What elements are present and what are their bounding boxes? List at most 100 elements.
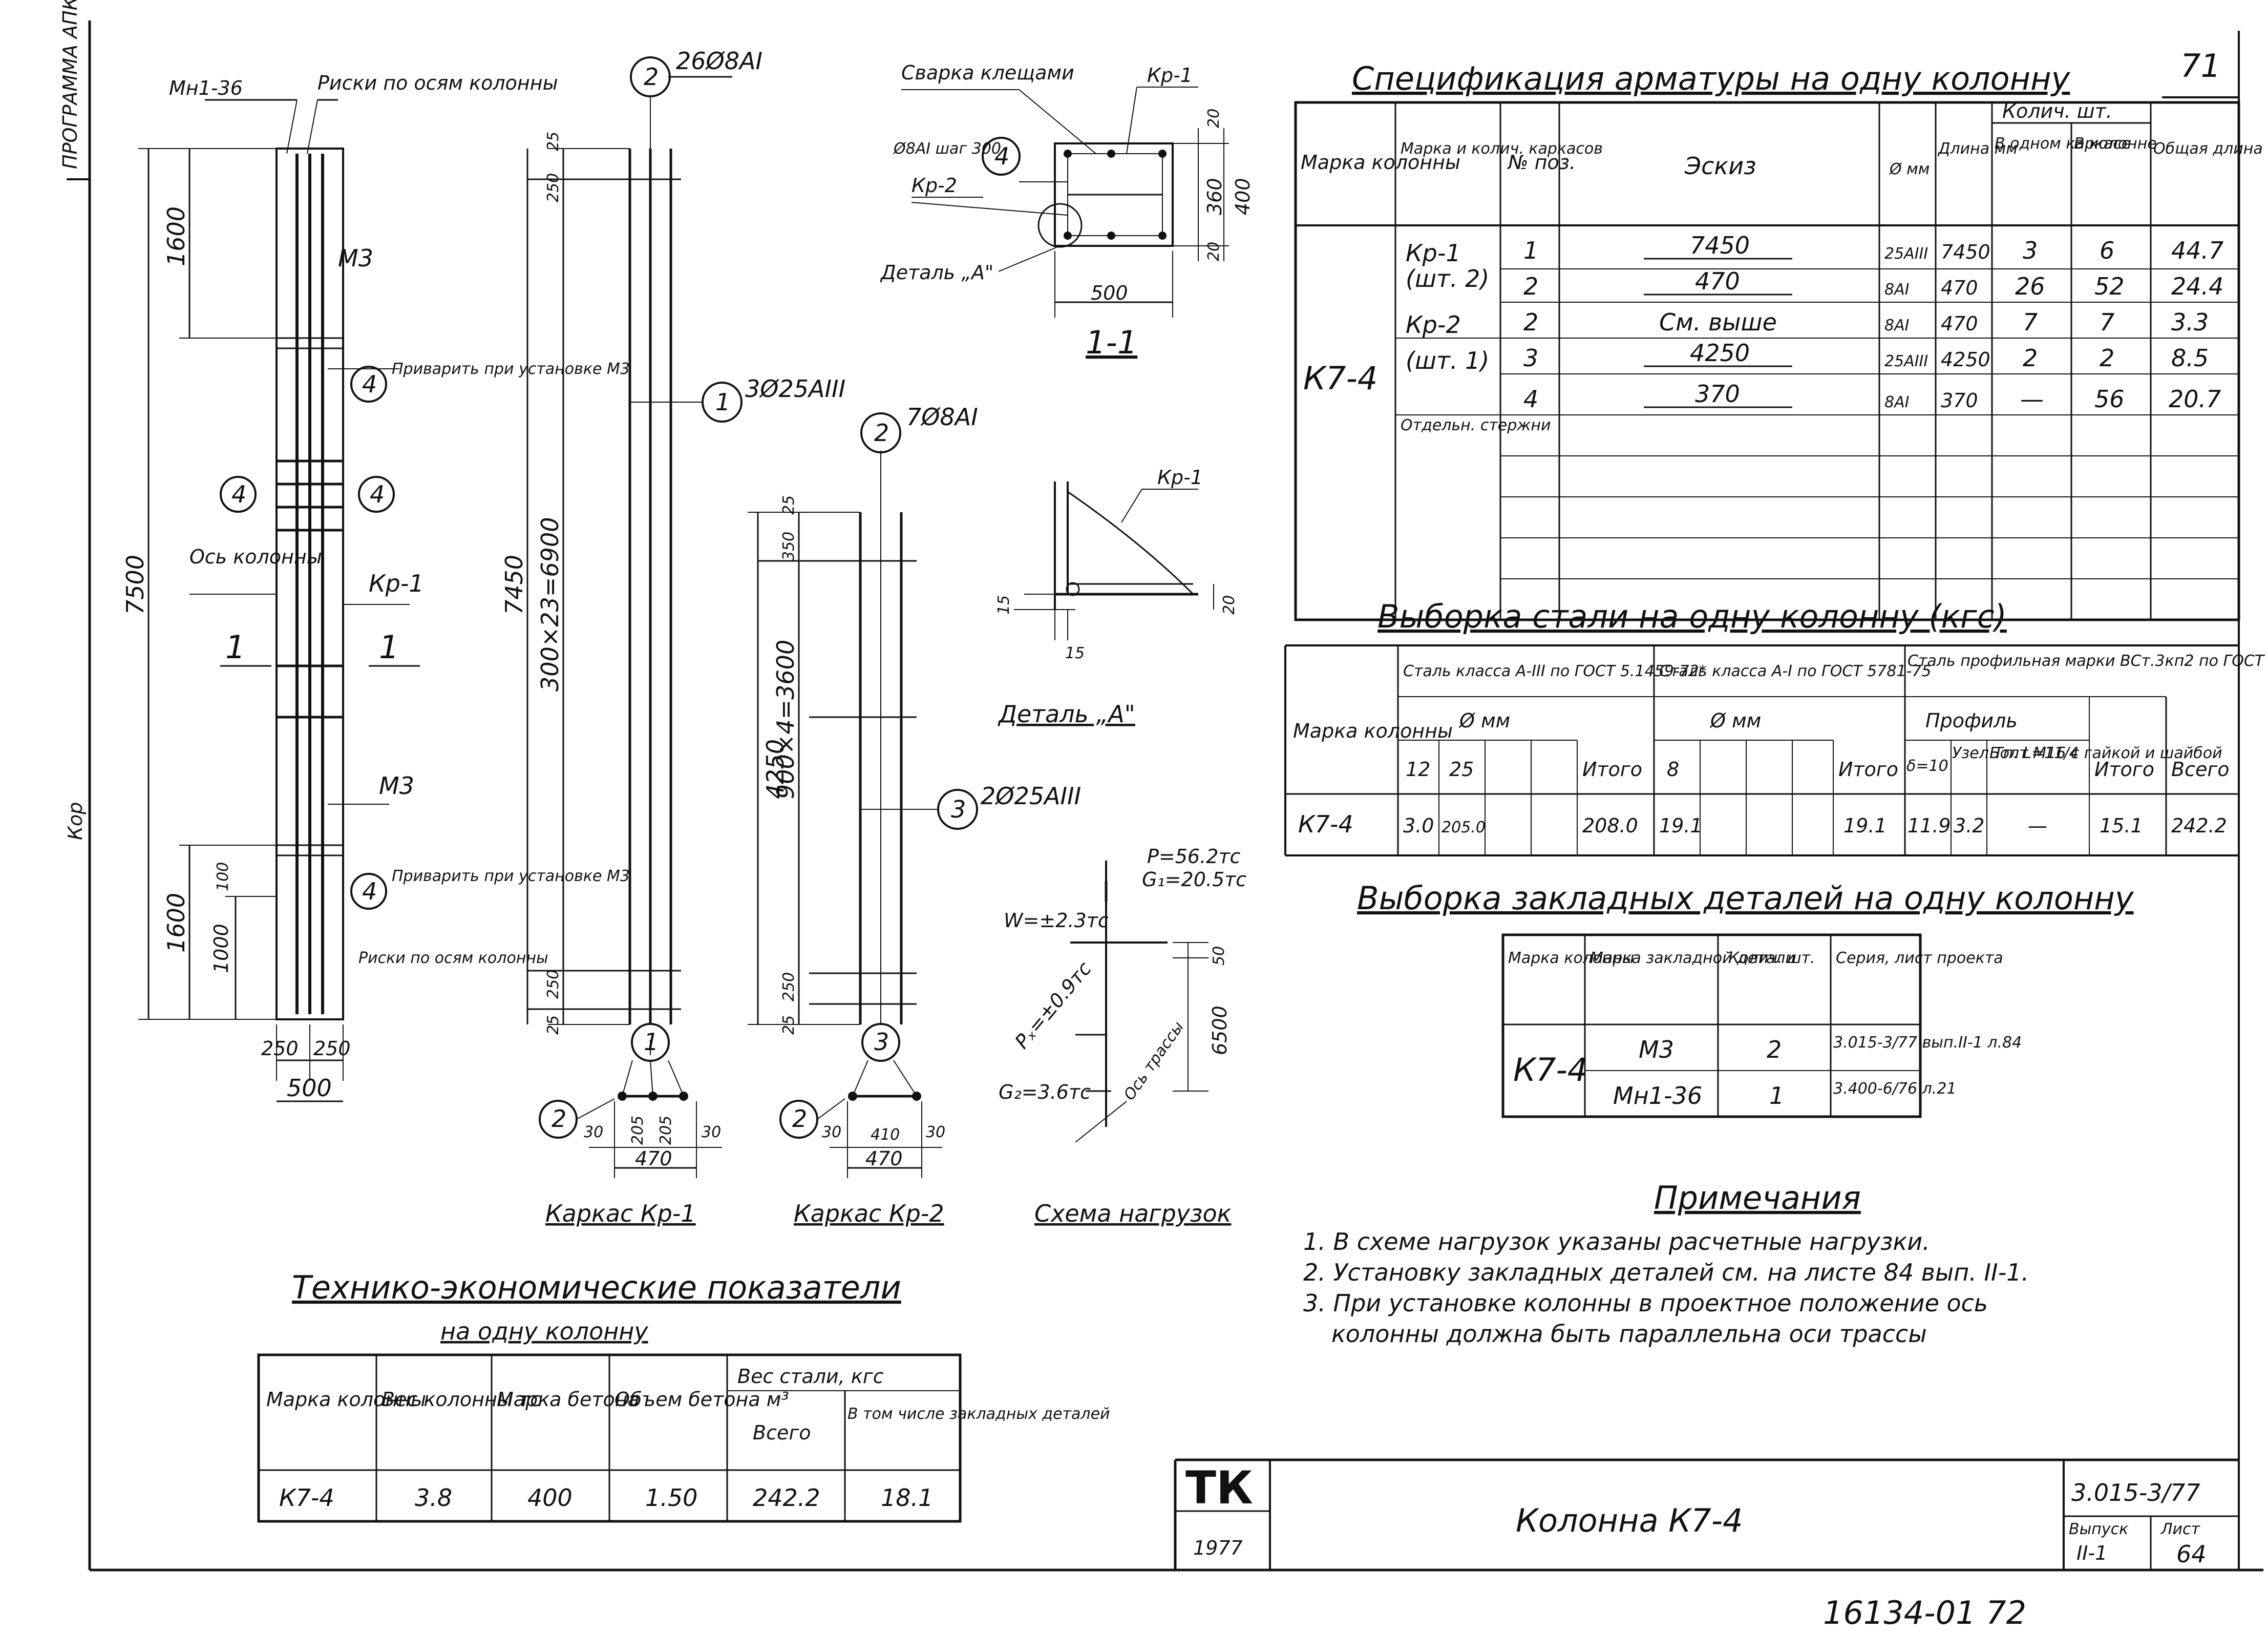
section-weld-note: Сварка клещами <box>901 61 1074 84</box>
steel-sub-bolt: Болт М16 с гайкой и шайбой <box>1989 744 2222 762</box>
steel-sub-itogo3: Итого <box>2094 758 2154 781</box>
tep-h-steel-all: Всего <box>753 1421 811 1444</box>
svg-text:15.1: 15.1 <box>2100 814 2143 837</box>
svg-text:370: 370 <box>1941 389 1978 412</box>
kr1-section: 1 2 <box>539 1023 722 1178</box>
svg-text:См. выше: См. выше <box>1659 308 1777 336</box>
svg-text:2: 2 <box>2023 344 2038 372</box>
steel-dia-label-2: Ø мм <box>1709 709 1761 732</box>
spec-column-mark: К7-4 <box>1303 360 1377 397</box>
tep-h-steel: Вес стали, кгс <box>737 1365 884 1388</box>
svg-text:52: 52 <box>2094 273 2125 300</box>
spec-h-frames: Марка и колич. каркасов <box>1401 140 1603 158</box>
column-risk-note: Риски по осям колонны <box>358 949 548 967</box>
svg-text:Мн1-36: Мн1-36 <box>1613 1082 1702 1109</box>
spec-h-dia: Ø мм <box>1889 160 1930 178</box>
svg-text:4: 4 <box>994 142 1009 170</box>
steel-sub-12: 12 <box>1406 758 1430 781</box>
kr1-dim-total: 7450 <box>500 555 528 615</box>
svg-text:26: 26 <box>2015 273 2045 300</box>
svg-text:3: 3 <box>1523 344 1538 372</box>
title-sheet: 64 <box>2176 1540 2207 1568</box>
side-signature: Кор <box>64 802 87 840</box>
kr2-dim-inner: 900×4=3600 <box>772 640 799 799</box>
svg-text:25АIII: 25АIII <box>1884 245 1928 263</box>
svg-text:1: 1 <box>715 388 730 416</box>
svg-text:3: 3 <box>951 795 966 823</box>
section-dim-400: 400 <box>1232 178 1254 215</box>
detail-a-dim-15b: 15 <box>1065 644 1085 662</box>
kr1-sec-30b: 30 <box>702 1123 721 1141</box>
svg-text:4: 4 <box>370 480 385 508</box>
spec-h-total: Общая длина м <box>2153 140 2268 158</box>
svg-text:4: 4 <box>231 480 246 508</box>
spec-h-sketch: Эскиз <box>1684 152 1756 180</box>
tep-row: К7-4 3.8 400 1.50 242.2 18.1 <box>279 1484 933 1512</box>
kr2-callout-2-text: 7Ø8АI <box>906 403 978 431</box>
spec-row: 2 См. выше 8АI 470 7 7 3.3 <box>1523 308 2209 336</box>
steel-sub-25: 25 <box>1449 758 1474 781</box>
svg-text:7450: 7450 <box>1941 241 1990 263</box>
kr1-sec-205b: 205 <box>657 1116 675 1145</box>
load-dim-6500: 6500 <box>1209 1006 1231 1055</box>
svg-text:8АI: 8АI <box>1884 317 1910 334</box>
kr1-callout-1-text: 3Ø25АIII <box>745 375 845 403</box>
embedded-row: Мн1-36 1 3.400-6/76 л.21 <box>1613 1080 1957 1109</box>
title-year: 1977 <box>1193 1537 1243 1559</box>
kr2-section: 3 2 <box>779 1023 942 1178</box>
kr1-callout-1: 1 <box>702 382 743 423</box>
embedded-h-part: Марка закладной детали <box>1590 949 1795 967</box>
column-dim-top: 1600 <box>162 206 190 266</box>
steel-dia-label-1: Ø мм <box>1458 709 1510 732</box>
kr1-dim-250-bottom: 250 <box>544 970 562 999</box>
embedded-h-qty: Колич. шт. <box>1728 949 1815 967</box>
spec-table-title: Спецификация арматуры на одну колонну <box>1352 60 2071 97</box>
svg-text:20.7: 20.7 <box>2169 385 2221 413</box>
embedded-table-title: Выборка закладных деталей на одну колонн… <box>1357 880 2134 917</box>
tep-title: Технико-экономические показатели <box>292 1269 901 1306</box>
title-issue-label: Выпуск <box>2069 1520 2128 1538</box>
svg-text:3: 3 <box>874 1028 889 1056</box>
kr2-callout-3-text: 2Ø25АIII <box>981 782 1081 810</box>
note-item: колонны должна быть параллельна оси трас… <box>1331 1320 1927 1348</box>
kr2-dim-25-bottom: 25 <box>780 1015 798 1035</box>
kr2-dim-250: 250 <box>780 972 798 1001</box>
load-w: W=±2.3тс <box>1004 909 1109 932</box>
column-section-mark-left: 1 <box>225 629 245 666</box>
svg-text:3.8: 3.8 <box>415 1484 452 1512</box>
column-elevation <box>138 99 420 1102</box>
side-stamp: ПРОГРАММА АПК <box>59 0 81 169</box>
svg-text:2: 2 <box>552 1105 566 1133</box>
steel-table-title: Выборка стали на одну колонну (кгс) <box>1377 598 2007 635</box>
svg-text:8.5: 8.5 <box>2171 344 2209 372</box>
steel-sub-all: Всего <box>2171 758 2230 781</box>
column-top-leader-risks: Риски по осям колонны <box>317 72 558 94</box>
detail-a-caption: Деталь „А" <box>998 700 1135 728</box>
column-axis-label: Ось колонны <box>189 546 322 568</box>
tep-h-steel-embed: В том числе закладных деталей <box>847 1405 1110 1423</box>
section-detail-ref: Деталь „А" <box>880 261 993 284</box>
svg-text:1: 1 <box>644 1028 659 1056</box>
load-px: Pₓ=±0.9тс <box>1010 957 1096 1053</box>
svg-text:8АI: 8АI <box>1884 393 1910 411</box>
kr1-sec-30a: 30 <box>584 1123 603 1141</box>
svg-text:242.2: 242.2 <box>753 1484 820 1512</box>
tep-h-volume: Объем бетона м³ <box>614 1388 789 1411</box>
steel-row: 3.0 205.0 208.0 19.1 19.1 11.9 3.2 — 15.… <box>1403 814 2227 837</box>
section-kr2: Кр-2 <box>912 174 957 197</box>
svg-text:19.1: 19.1 <box>1843 814 1887 837</box>
kr1-dim-inner: 300×23=6900 <box>536 517 564 692</box>
title-logo: ТК <box>1185 1461 1253 1514</box>
svg-text:8АI: 8АI <box>1884 281 1910 299</box>
spec-row-frame: (шт. 2) <box>1406 265 1489 292</box>
column-dim-100: 100 <box>214 862 232 891</box>
svg-text:4: 4 <box>362 877 377 905</box>
column-dim-total: 7500 <box>121 555 149 615</box>
steel-row-mark: К7-4 <box>1298 810 1353 838</box>
svg-text:3.3: 3.3 <box>2171 308 2209 336</box>
detail-a-dim-15a: 15 <box>995 595 1013 615</box>
svg-text:4: 4 <box>362 370 377 398</box>
steel-sub-8: 8 <box>1667 758 1679 781</box>
detail-a-dim-20: 20 <box>1220 595 1238 615</box>
